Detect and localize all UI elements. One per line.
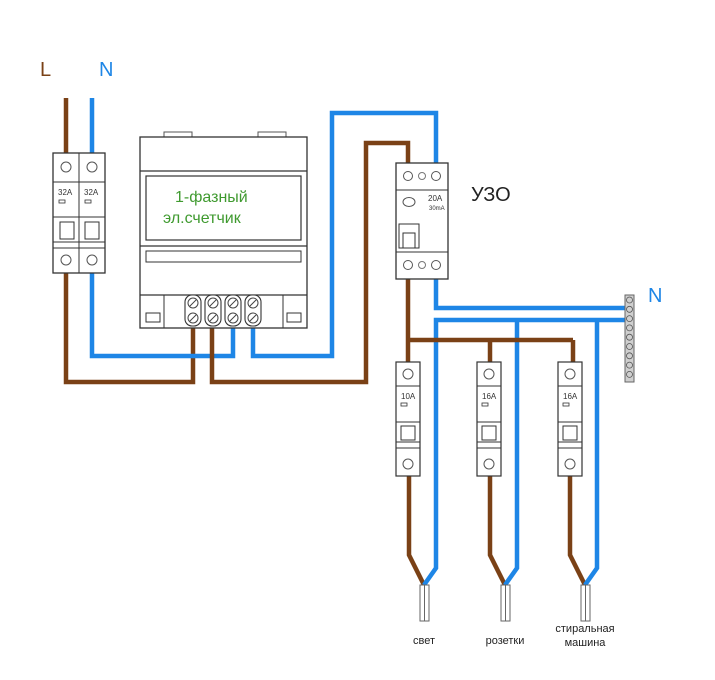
screw-icon xyxy=(60,161,72,173)
screw-icon xyxy=(402,458,414,470)
label-neutral-bus: N xyxy=(648,285,662,307)
meter-terminal[interactable] xyxy=(244,294,262,327)
cable-end-3 xyxy=(580,584,591,622)
wire-phase-meter-to-rcd xyxy=(209,140,411,385)
main-breaker-rating-right: 32A xyxy=(84,188,99,197)
rcd-rating: 20A xyxy=(428,194,443,203)
wire-neutral-distribution xyxy=(433,317,626,555)
wire-neutral-out-3 xyxy=(583,555,600,587)
main-breaker-2p[interactable]: 32A 32A xyxy=(52,152,106,274)
neutral-bus-bar xyxy=(624,294,635,383)
screw-icon xyxy=(227,297,239,309)
circuit-label-2: розетки xyxy=(486,635,525,647)
wires xyxy=(63,98,626,622)
circuit-label-3: стиральная xyxy=(555,623,614,635)
screw-icon xyxy=(60,254,72,266)
bus-screw-icon xyxy=(626,361,633,369)
breaker-rating: 10A xyxy=(401,392,416,401)
wire-neutral-breaker-to-meter xyxy=(89,270,236,359)
meter-label-line2: эл.счетчик xyxy=(163,210,242,227)
circuit-label-3: машина xyxy=(565,637,607,649)
circuit-label-1: свет xyxy=(413,635,435,647)
wire-phase-out-3 xyxy=(567,476,588,587)
screw-icon xyxy=(431,171,441,181)
breaker-rating: 16A xyxy=(563,392,578,401)
screw-icon xyxy=(403,260,413,270)
bus-screw-icon xyxy=(626,324,633,332)
wire-phase-out-2 xyxy=(487,476,508,587)
meter-terminal[interactable] xyxy=(184,294,202,327)
screw-icon xyxy=(483,458,495,470)
bus-screw-icon xyxy=(626,352,633,360)
bus-screw-icon xyxy=(626,315,633,323)
toggle-lever[interactable] xyxy=(481,425,497,441)
label-neutral-input: N xyxy=(99,59,113,81)
screw-icon xyxy=(187,297,199,309)
screw-icon xyxy=(564,458,576,470)
meter-terminal[interactable] xyxy=(224,294,242,327)
wire-phase-breaker-to-meter xyxy=(63,270,196,385)
screw-icon xyxy=(431,260,441,270)
toggle-lever[interactable] xyxy=(562,425,578,441)
wire-neutral-meter-to-rcd xyxy=(250,110,439,359)
rcd-sensitivity: 30mA xyxy=(429,206,445,212)
wire-neutral-rcd-to-bus xyxy=(433,278,626,311)
screw-icon xyxy=(86,161,98,173)
toggle-lever[interactable] xyxy=(84,221,100,240)
cable-end-1 xyxy=(419,584,430,622)
electricity-meter: 1-фазный эл.счетчик xyxy=(139,131,308,329)
main-breaker-rating-left: 32A xyxy=(58,188,73,197)
circuit-labels: свет розетки стиральная машина xyxy=(413,623,615,649)
toggle-lever[interactable] xyxy=(59,221,75,240)
screw-icon xyxy=(247,312,259,324)
toggle-lever[interactable] xyxy=(400,425,416,441)
branch-breakers: 10A 16A 16A xyxy=(395,361,583,477)
meter-label-line1: 1-фазный xyxy=(175,189,248,206)
wire-neutral-out-2 xyxy=(503,555,520,587)
screw-icon xyxy=(207,312,219,324)
label-line: L xyxy=(40,59,51,81)
circuit-breaker-3[interactable]: 16A xyxy=(557,361,583,477)
screw-icon xyxy=(86,254,98,266)
screw-icon xyxy=(564,368,576,380)
label-rcd: УЗО xyxy=(471,184,511,206)
screw-icon xyxy=(187,312,199,324)
circuit-breaker-1[interactable]: 10A xyxy=(395,361,421,477)
screw-icon xyxy=(402,368,414,380)
meter-display xyxy=(145,175,302,241)
bus-screw-icon xyxy=(626,305,633,313)
bus-screw-icon xyxy=(626,296,633,304)
meter-terminal[interactable] xyxy=(204,294,222,327)
screw-icon xyxy=(403,171,413,181)
bus-screw-icon xyxy=(626,333,633,341)
wire-neutral-out-1 xyxy=(422,555,439,587)
breaker-rating: 16A xyxy=(482,392,497,401)
screw-icon xyxy=(483,368,495,380)
screw-icon xyxy=(227,312,239,324)
screw-icon xyxy=(247,297,259,309)
bus-screw-icon xyxy=(626,343,633,350)
meter-terminal-block xyxy=(184,294,262,327)
bus-screw-icon xyxy=(626,370,633,378)
screw-icon xyxy=(207,297,219,309)
rcd-device[interactable]: 20A 30mA xyxy=(395,162,449,280)
circuit-breaker-2[interactable]: 16A xyxy=(476,361,502,477)
test-button-icon[interactable] xyxy=(402,197,416,207)
cable-end-2 xyxy=(500,584,511,622)
wire-phase-out-1 xyxy=(406,476,427,587)
